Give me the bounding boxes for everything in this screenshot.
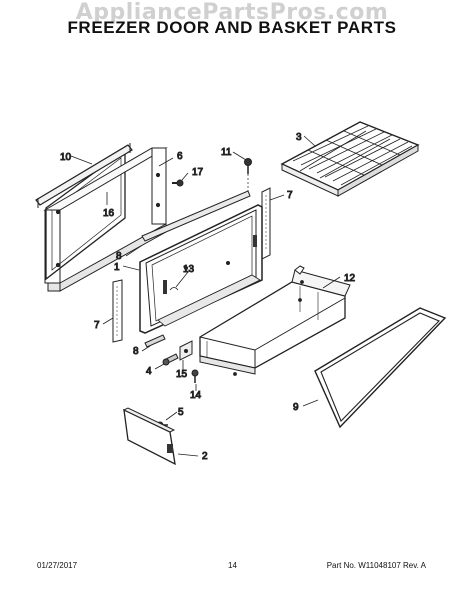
bolt-part-4 [162,353,179,366]
callout-13: 13 [183,264,195,275]
screw-part-17 [172,179,184,187]
callout-4: 4 [146,366,152,377]
door-frame-part-6 [43,147,168,292]
side-strip-part-7-left [112,279,123,343]
callout-9: 9 [293,402,299,413]
bracket-part-15 [179,340,193,361]
bracket-part-2 [122,407,176,466]
basket-frame-part-9 [314,307,447,429]
callout-11: 11 [221,147,232,158]
inner-door-part-1 [139,204,263,334]
callout-12: 12 [344,273,356,284]
leader-lines [70,135,341,457]
callout-14: 14 [190,390,202,401]
callout-2: 2 [202,451,208,462]
screw-part-14 [191,369,199,383]
callout-8-upper: 8 [116,251,122,262]
footer-part-number: Part No. W11048107 Rev. A [326,561,426,570]
strip-part-8-lower [144,334,166,348]
wire-shelf-part-3 [280,121,420,197]
basket-part-12 [199,265,351,376]
callout-5: 5 [178,407,184,418]
side-strip-part-7-right [261,187,271,260]
callout-6: 6 [177,151,183,162]
callout-10: 10 [60,152,72,163]
footer-date: 01/27/2017 [37,561,78,570]
callout-15: 15 [176,369,188,380]
footer-page-number: 14 [228,561,237,570]
handle-part-10 [35,143,133,208]
callout-8-lower: 8 [133,346,139,357]
callout-7-right: 7 [287,190,293,201]
strip-part-8-upper [141,190,251,242]
callout-16: 16 [103,208,115,219]
callout-1: 1 [114,262,120,273]
page-title: FREEZER DOOR AND BASKET PARTS [67,18,397,37]
callout-7-left: 7 [94,320,100,331]
watermark: AppliancePartsPros.com [75,0,389,25]
screw-part-11 [244,158,252,196]
callout-17: 17 [192,167,204,178]
callout-3: 3 [296,132,302,143]
